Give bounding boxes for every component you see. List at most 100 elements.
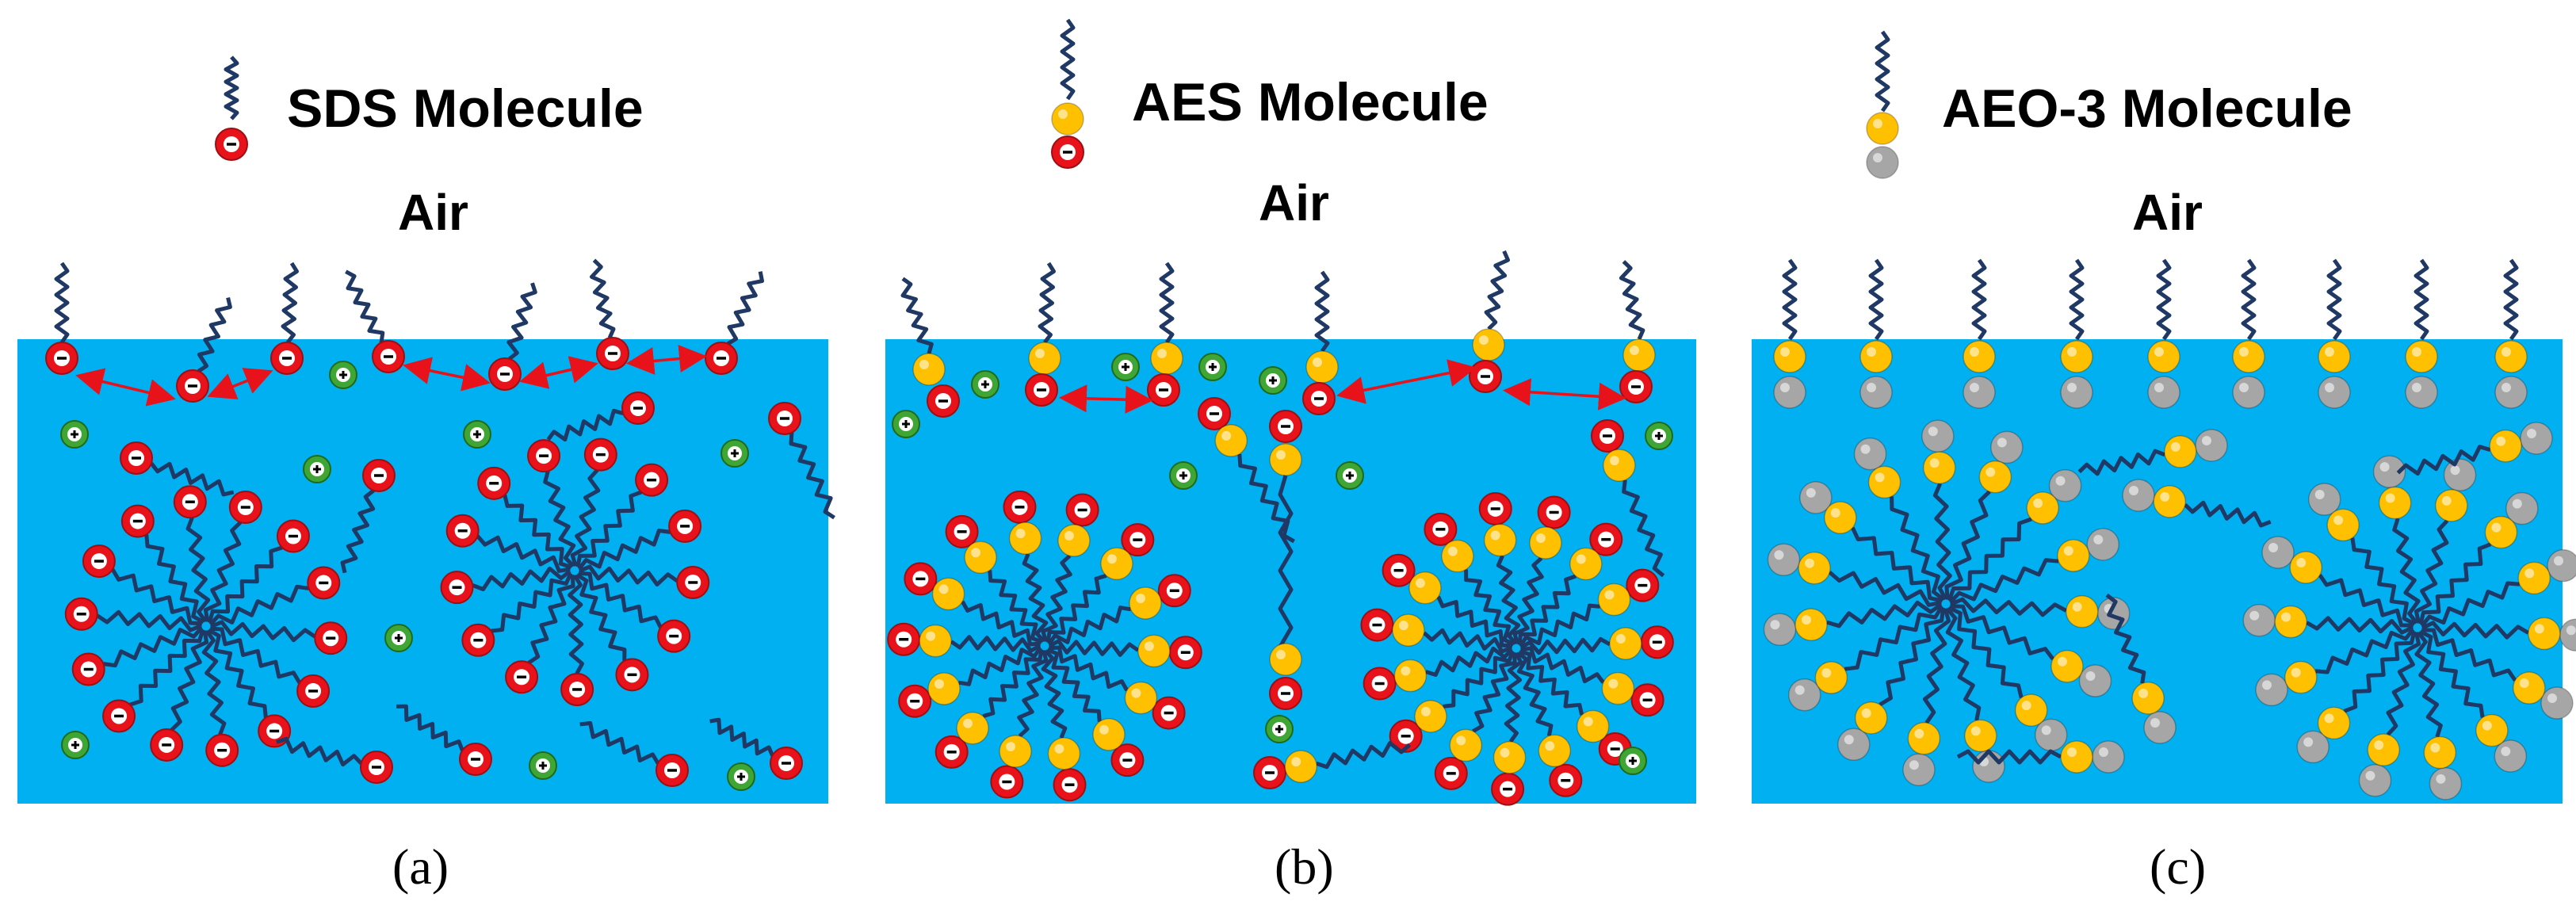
terminal-group <box>1837 728 1871 762</box>
sds-molecule <box>45 262 78 375</box>
hydrophobic-tail <box>2421 621 2530 640</box>
aeo3-molecule <box>2420 548 2576 628</box>
terminal-group <box>2147 376 2180 409</box>
bead-highlight <box>919 360 929 369</box>
hydrophobic-tail <box>2077 449 2166 476</box>
hydrophobic-tail <box>96 609 202 632</box>
hydrophobic-tail <box>197 297 232 373</box>
bead-highlight <box>1276 450 1286 460</box>
terminal-group <box>2232 376 2265 409</box>
sds-molecule <box>207 519 310 624</box>
hydrophobic-tail <box>546 408 624 442</box>
aes-molecule <box>945 514 1043 644</box>
bead-highlight <box>2261 680 2272 690</box>
bead-highlight <box>2324 713 2334 724</box>
terminal-group <box>2078 664 2112 697</box>
eo-group <box>1129 586 1162 620</box>
eo-group <box>1854 701 1888 735</box>
hydrophobic-tail <box>2418 542 2492 625</box>
aeo3-molecule <box>1947 468 2082 602</box>
air-label: Air <box>1259 174 1329 231</box>
hydrophobic-tail <box>170 630 209 732</box>
hydrophobic-tail <box>709 717 774 757</box>
bead-highlight <box>2303 737 2314 747</box>
bead-highlight <box>1609 456 1619 466</box>
sds-molecule <box>461 572 573 657</box>
hydrophobic-tail <box>578 564 678 586</box>
aeo3-molecule <box>2414 458 2477 624</box>
bead-highlight <box>2291 667 2301 678</box>
aes-molecule <box>1147 262 1183 407</box>
air-label: Air <box>2132 184 2203 241</box>
eo-group <box>1963 340 1996 373</box>
aes-molecule <box>1269 410 1302 710</box>
hydrophobic-tail <box>789 432 835 520</box>
sds-molecule <box>345 269 405 373</box>
bead-highlight <box>2041 725 2051 735</box>
molecules-layer <box>1763 258 2576 800</box>
bead-highlight <box>2450 465 2460 476</box>
sds-molecule <box>505 575 575 694</box>
bead-highlight <box>1997 437 2007 448</box>
bead-highlight <box>1774 550 1784 560</box>
eo-group <box>2423 735 2457 770</box>
aes-molecule <box>1363 646 1514 701</box>
bead-highlight <box>2436 774 2446 784</box>
hydrophobic-tail <box>2326 258 2342 341</box>
hydrophobic-tail <box>144 534 204 625</box>
eo-group <box>2317 706 2351 740</box>
bead-highlight <box>2501 383 2511 392</box>
hydrophobic-tail <box>2350 537 2416 626</box>
hydrophobic-tail <box>2396 445 2491 476</box>
bead-highlight <box>2281 612 2291 622</box>
eo-group <box>2318 340 2351 373</box>
hydrophobic-tail <box>1922 608 1951 724</box>
bead-highlight <box>1970 347 1979 357</box>
bead-highlight <box>2430 743 2440 753</box>
hydrophobic-tail <box>201 629 227 735</box>
hydrophobic-tail <box>1048 639 1140 657</box>
aeo3-molecule <box>1763 600 1943 647</box>
eo-group <box>1028 342 1061 375</box>
aes-molecule <box>887 622 1041 658</box>
eo-group <box>1414 700 1447 733</box>
hydrophobic-tail <box>1947 605 2024 699</box>
bead-highlight <box>1970 726 1981 736</box>
bead-highlight <box>2547 693 2557 704</box>
sds-molecule <box>120 441 235 497</box>
sds-molecule <box>209 626 331 708</box>
aes-molecule <box>900 277 960 418</box>
eo-group <box>1124 681 1158 715</box>
aes-molecule <box>1025 262 1061 407</box>
bead-highlight <box>2325 383 2334 392</box>
aeo3-molecule <box>1773 258 1806 409</box>
eo-group <box>2475 713 2509 747</box>
hydrophobic-tail <box>726 271 764 346</box>
aes-molecule <box>1041 493 1099 642</box>
aeo3-molecule <box>1853 437 1945 602</box>
hydrophobic-tail <box>207 545 283 624</box>
hydrophobic-tail <box>1017 650 1049 738</box>
aeo3-molecule <box>1945 607 2005 783</box>
hydrophobic-tail <box>149 461 235 497</box>
hydrophobic-tail <box>1464 569 1515 647</box>
aeo3-molecule <box>2296 630 2417 764</box>
aeo3-molecule <box>1787 605 1944 712</box>
aeo3-molecule <box>2494 258 2528 409</box>
eo-group <box>1150 342 1183 375</box>
bead-highlight <box>1500 747 1510 758</box>
eo-group <box>1569 547 1603 581</box>
hydrophobic-tail <box>1060 18 1076 101</box>
air-label: Air <box>398 184 468 241</box>
bead-highlight <box>1398 621 1408 631</box>
terminal-group <box>2092 740 2125 774</box>
legend-molecule-icon <box>1051 18 1084 169</box>
sds-molecule <box>579 721 689 787</box>
sds-molecule <box>578 571 691 653</box>
aeo3-molecule <box>2060 258 2093 409</box>
bead-highlight <box>2491 522 2501 533</box>
panel-caption: (b) <box>1275 839 1334 895</box>
bead-highlight <box>1780 347 1790 357</box>
legend-label: SDS Molecule <box>287 78 644 139</box>
terminal-group <box>2255 673 2288 707</box>
